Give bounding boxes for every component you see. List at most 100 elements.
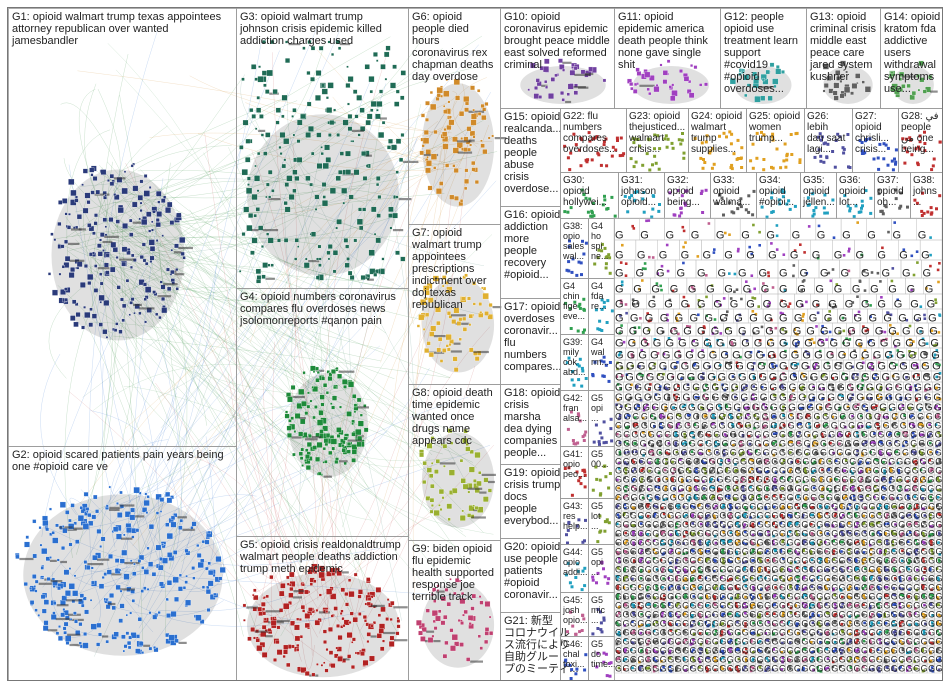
cluster-label-g44b: G4 (591, 337, 603, 347)
node (833, 82, 840, 89)
node (374, 269, 379, 274)
node (394, 101, 400, 107)
cluster-label-g17: coronavir... (504, 325, 558, 337)
node (315, 275, 320, 280)
cluster-label-g39b: mily (563, 347, 579, 357)
node (97, 243, 102, 249)
node (929, 206, 933, 210)
node (598, 431, 602, 435)
node (383, 51, 390, 58)
node (68, 567, 72, 570)
node (266, 69, 273, 77)
node (166, 613, 171, 618)
node (212, 573, 216, 577)
node (903, 161, 907, 165)
node (447, 517, 451, 521)
node (388, 138, 393, 144)
node (286, 175, 293, 182)
node (428, 473, 434, 479)
node (49, 556, 52, 559)
node (425, 608, 430, 613)
node (322, 447, 326, 451)
node (757, 305, 760, 308)
node (668, 85, 672, 89)
small-cluster-label: G (716, 338, 725, 350)
node (104, 194, 107, 197)
cluster-label-g36: opioid (839, 186, 866, 197)
node (126, 250, 131, 255)
small-cluster-label: G (697, 299, 706, 311)
node (935, 207, 938, 211)
node (298, 388, 305, 395)
node (331, 405, 336, 410)
node (103, 299, 110, 306)
node (191, 566, 196, 570)
node (82, 207, 89, 214)
node (467, 513, 472, 518)
node (462, 483, 469, 490)
node (206, 608, 211, 612)
node (632, 227, 636, 230)
node (930, 168, 934, 172)
node (316, 663, 319, 666)
node (671, 146, 675, 150)
node (467, 147, 471, 152)
node (332, 250, 339, 256)
node (468, 313, 473, 319)
node (641, 163, 645, 167)
node (712, 251, 716, 254)
node (594, 423, 598, 427)
node (842, 329, 846, 333)
node (802, 312, 805, 316)
node (106, 569, 112, 575)
cluster-label-g7: prescriptions (412, 263, 475, 275)
small-cluster-label: G (795, 299, 804, 311)
node (87, 273, 94, 281)
node (278, 145, 282, 149)
node (68, 583, 75, 590)
node (190, 526, 194, 530)
cluster-label-g12: overdoses... (724, 83, 784, 95)
node (582, 297, 586, 301)
node (163, 195, 167, 199)
small-cluster-label: G (902, 268, 911, 280)
node (243, 206, 250, 213)
cluster-label-g15: people (504, 147, 537, 159)
node (761, 77, 766, 82)
node (258, 65, 261, 69)
node (336, 219, 342, 225)
node (367, 597, 372, 601)
small-cluster-label: G (809, 313, 818, 325)
small-cluster-label: G (861, 268, 870, 280)
node (288, 194, 295, 200)
node (261, 607, 266, 611)
node (472, 135, 476, 139)
node (470, 85, 475, 91)
node (304, 622, 310, 629)
node (395, 170, 399, 174)
node (606, 581, 610, 585)
node (771, 166, 775, 170)
cluster-label-g26: G26: (807, 111, 829, 122)
node (265, 195, 268, 199)
node (332, 269, 337, 274)
node (859, 210, 863, 214)
node (452, 136, 458, 143)
node (584, 430, 588, 434)
node (883, 330, 887, 334)
small-cluster-label: G (719, 313, 728, 325)
node (701, 211, 705, 214)
cluster-label-g5x: ... (591, 413, 599, 423)
node (152, 290, 156, 294)
node (758, 230, 761, 234)
cluster-label-g5v: ... (591, 615, 599, 625)
node (261, 652, 268, 658)
node (574, 632, 578, 636)
node (877, 167, 881, 171)
small-cluster-label: G (894, 299, 903, 311)
node (118, 568, 122, 572)
node (283, 201, 288, 206)
node (310, 76, 315, 82)
node (767, 95, 773, 101)
small-cluster-label: G (779, 313, 788, 325)
